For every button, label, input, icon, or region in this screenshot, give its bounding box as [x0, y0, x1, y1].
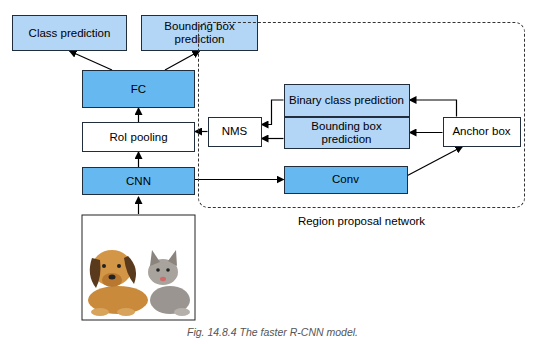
region-outline: Region proposal networkBinary class pred…	[198, 22, 525, 208]
arrow-connector	[195, 179, 284, 180]
process-box: Anchor box	[443, 117, 521, 147]
arrow-connector	[70, 51, 113, 70]
box-label: NMS	[218, 125, 252, 138]
arrow-connector	[138, 152, 139, 167]
arrow-connector	[262, 100, 284, 125]
box-label: Anchor box	[448, 125, 514, 138]
arrow-connector	[138, 108, 139, 122]
box-label: Conv	[328, 173, 363, 186]
process-box: RoI pooling	[82, 122, 195, 152]
arrow-connector	[165, 51, 200, 70]
layer-box: Conv	[284, 166, 408, 194]
output-box: Binary class prediction	[284, 84, 410, 117]
box-label: Binary class prediction	[285, 94, 408, 107]
layer-box: CNN	[82, 167, 195, 195]
layer-box: FC	[82, 70, 195, 108]
region-label: Region proposal network	[199, 215, 524, 228]
box-label: Bounding box prediction	[142, 20, 257, 46]
puppy-kitten-photo	[82, 215, 195, 320]
box-label: FC	[127, 83, 150, 96]
arrow-connector	[262, 138, 284, 139]
process-box: NMS	[208, 117, 262, 147]
output-box: Bounding box prediction	[284, 117, 410, 149]
arrow-connector	[195, 131, 208, 132]
output-box: Bounding box prediction	[141, 15, 258, 51]
arrow-connector	[410, 100, 457, 117]
output-box: Class prediction	[12, 15, 127, 51]
box-label: CNN	[122, 175, 155, 188]
box-label: Bounding box prediction	[285, 120, 409, 146]
arrow-connector	[408, 147, 463, 176]
arrow-connector	[410, 132, 443, 133]
image-arrow	[138, 197, 139, 214]
box-label: Class prediction	[25, 27, 115, 40]
box-label: RoI pooling	[105, 131, 171, 144]
figure-caption: Fig. 14.8.4 The faster R-CNN model.	[0, 326, 545, 338]
